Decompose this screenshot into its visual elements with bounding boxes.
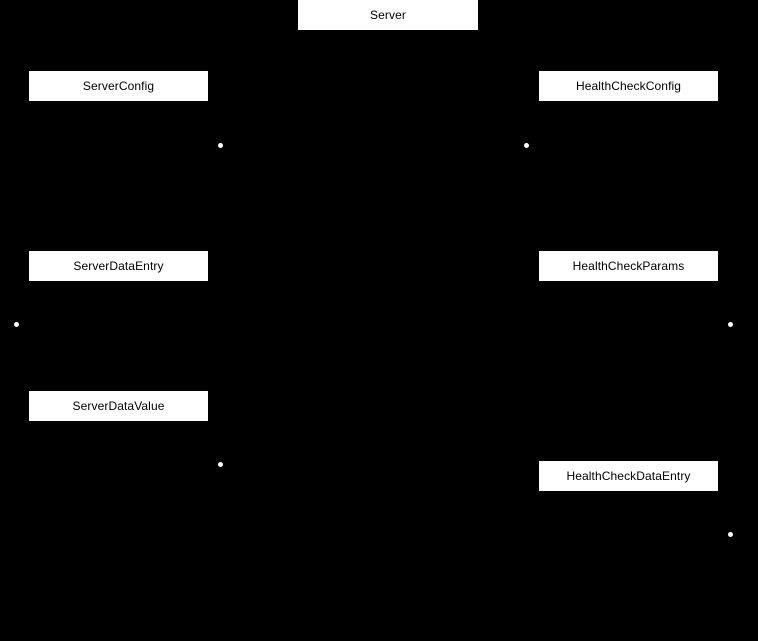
- node-server-data-value[interactable]: ServerDataValue: [29, 391, 208, 421]
- connector-marker-3[interactable]: [14, 322, 19, 327]
- connector-marker-4[interactable]: [728, 322, 733, 327]
- node-label-healthcheck-params: HealthCheckParams: [572, 259, 685, 273]
- connector-marker-5[interactable]: [218, 462, 223, 467]
- node-label-healthcheck-data-entry: HealthCheckDataEntry: [566, 469, 691, 483]
- node-label-server-data-value: ServerDataValue: [72, 399, 165, 413]
- node-healthcheck-params[interactable]: HealthCheckParams: [539, 251, 718, 281]
- node-label-server: Server: [370, 8, 406, 22]
- connector-marker-2[interactable]: [524, 143, 529, 148]
- node-label-server-data-entry: ServerDataEntry: [73, 259, 164, 273]
- node-server-config[interactable]: ServerConfig: [29, 71, 208, 101]
- connector-marker-1[interactable]: [218, 143, 223, 148]
- node-healthcheck-data-entry[interactable]: HealthCheckDataEntry: [539, 461, 718, 491]
- node-label-healthcheck-config: HealthCheckConfig: [575, 79, 682, 93]
- node-label-server-config: ServerConfig: [82, 79, 155, 93]
- node-server-data-entry[interactable]: ServerDataEntry: [29, 251, 208, 281]
- node-healthcheck-config[interactable]: HealthCheckConfig: [539, 71, 718, 101]
- connector-marker-6[interactable]: [728, 532, 733, 537]
- node-server[interactable]: Server: [298, 0, 478, 30]
